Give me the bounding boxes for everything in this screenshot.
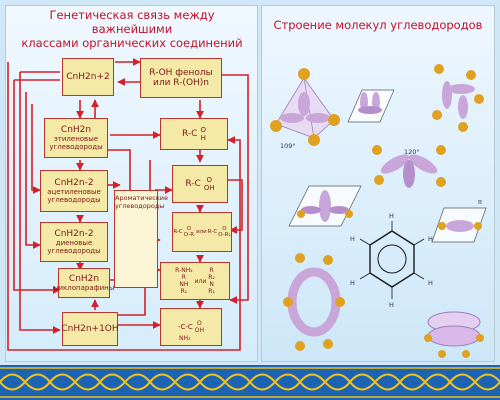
alkene-name: этиленовые углеводороды — [49, 135, 103, 151]
aromatic-name: Ароматические углеводороды — [115, 194, 169, 210]
ester-or2: O-R₁ — [218, 232, 231, 238]
alkane-box: CnH2n+2 — [62, 58, 114, 96]
alkyne-name: ацетиленовые углеводороды — [47, 188, 101, 204]
ester-o: O — [186, 226, 192, 232]
ester-o2: O — [222, 226, 227, 232]
left-title-line1: Генетическая связь между важнейшими — [49, 8, 215, 36]
amino-acid-box: -C-C O OH NH₂ — [160, 308, 222, 346]
diene-name: диеновые углеводороды — [47, 239, 101, 255]
amine-l1: R-NH₂ — [175, 267, 193, 274]
ethylene-plane-molecule — [288, 185, 362, 227]
benzene-h-bottom: H — [389, 301, 394, 309]
aromatic-box: Ароматические углеводороды — [114, 190, 168, 288]
aldehyde-h: H — [200, 134, 206, 142]
alkane-chain-molecule — [432, 64, 484, 132]
amine-r2: R₂ — [208, 274, 215, 281]
left-panel-title: Генетическая связь между важнейшими клас… — [12, 8, 252, 50]
amine-l3: R₁ — [180, 288, 188, 295]
ester-box: R-C O O-R или R-C O O-R₁ — [172, 212, 232, 252]
benzene-h-right-bottom: H — [428, 279, 433, 287]
ethylene-planar-molecule — [372, 145, 446, 188]
amine-l2: R — [181, 274, 186, 281]
aldehyde-rc: R-C — [182, 129, 198, 139]
acid-oh: OH — [203, 184, 215, 192]
amine-r: R — [209, 267, 214, 274]
amino-acid-oh: OH — [194, 327, 205, 334]
diene-box: CnH2n-2 диеновые углеводороды — [40, 222, 108, 262]
acid-box: R-C O OH — [172, 165, 228, 203]
amino-acid-chain: -C-C — [177, 323, 193, 331]
amino-acid-o: O — [197, 320, 202, 327]
ester-mid: или — [196, 229, 207, 235]
aldehyde-box: R-C O H — [160, 118, 228, 150]
ornamental-border — [0, 365, 500, 400]
cycloalkane-box: CnH2n циклопарафины — [54, 268, 114, 298]
acid-o: O — [206, 176, 212, 184]
benzene-h-left-top: H — [350, 235, 355, 243]
alkane-formula: CnH2n+2 — [66, 72, 110, 82]
acid-rc: R-C — [185, 179, 201, 189]
methane-tetrahedral-molecule — [270, 68, 340, 146]
benzene-h-right-top: H — [428, 235, 433, 243]
right-panel-title: Строение молекул углеводородов — [273, 18, 483, 32]
phenol-line2: или R-(OH)n — [152, 78, 210, 88]
phenol-line1: R-OH фенолы — [149, 68, 213, 78]
benzene-h-left-bottom: H — [350, 279, 355, 287]
pi-label: π — [478, 198, 482, 206]
planar-angle-label: 120° — [404, 148, 420, 156]
tetrahedral-angle-label: 109° — [280, 142, 296, 150]
amino-acid-nh2: NH₂ — [179, 335, 191, 342]
ester-or: O-R — [183, 232, 195, 238]
cycloalkane-formula: CnH2n — [68, 274, 100, 284]
alkyne-box: CnH2n-2 ацетиленовые углеводороды — [40, 170, 108, 212]
alkene-formula: CnH2n — [60, 125, 92, 135]
amine-n: N — [209, 281, 214, 288]
amine-nh: NH — [179, 281, 189, 288]
benzene-structural-formula — [359, 221, 425, 299]
phenol-box: R-OH фенолы или R-(OH)n — [140, 58, 222, 98]
amine-r1b: R₁ — [208, 288, 215, 295]
ornament-pattern — [0, 367, 500, 398]
benzene-pi-cloud-model — [424, 311, 484, 358]
left-title-line2: классами органических соединений — [21, 36, 243, 50]
ethylene-sp2-molecule — [347, 89, 395, 123]
benzene-h-top: H — [389, 212, 394, 220]
aldehyde-o: O — [200, 126, 206, 134]
alkene-box: CnH2n этиленовые углеводороды — [44, 118, 108, 158]
acetylene-pi-molecule — [431, 207, 487, 243]
alkyne-formula: CnH2n-2 — [54, 178, 94, 188]
ester-right: R-C — [207, 229, 218, 235]
amine-mid: или — [194, 277, 207, 285]
amine-box: R-NH₂ R NH R₁ или R R₂ N R₁ — [160, 262, 230, 300]
ester-left: R-C — [173, 229, 183, 235]
alcohol-box: CnH2n+1OH — [61, 312, 119, 346]
alcohol-formula: CnH2n+1OH — [61, 324, 119, 334]
diene-formula: CnH2n-2 — [54, 229, 94, 239]
cycloalkane-name: циклопарафины — [53, 284, 115, 292]
benzene-orbital-model — [283, 253, 345, 351]
